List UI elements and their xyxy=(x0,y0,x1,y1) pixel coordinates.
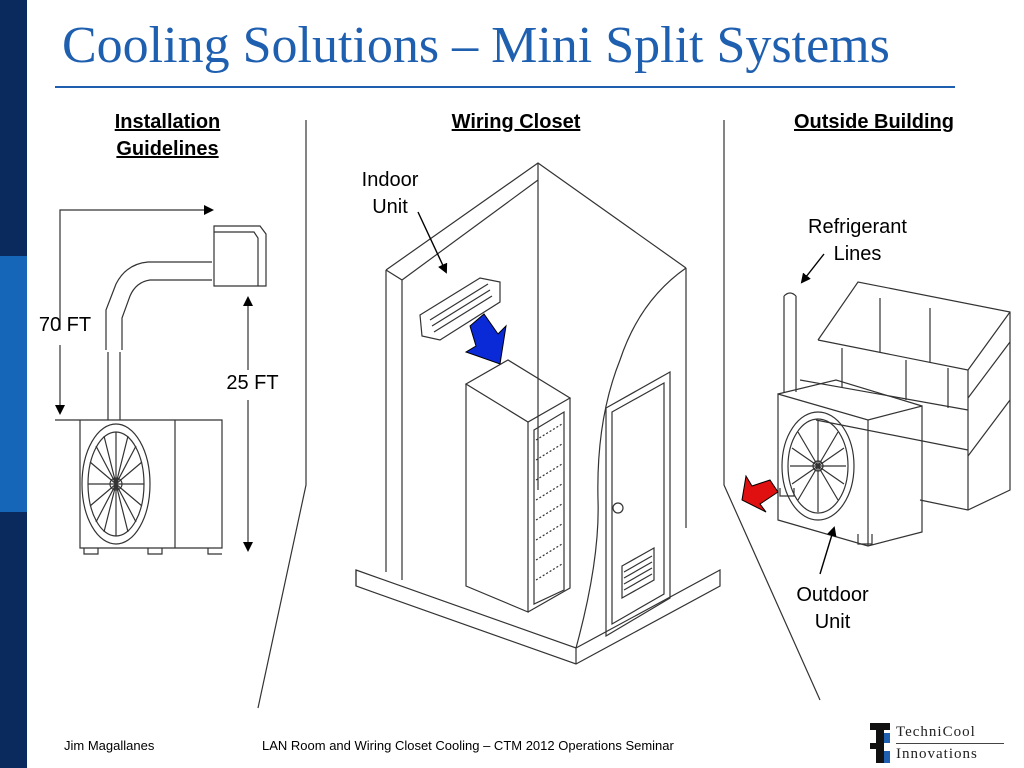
installation-diagram xyxy=(55,205,267,555)
refrigerant-line2: Lines xyxy=(833,243,882,265)
footer-author: Jim Magallanes xyxy=(64,738,155,753)
installation-guidelines-header: Installation Guidelines xyxy=(80,109,255,163)
outdoor-airflow-arrow xyxy=(741,474,779,513)
outside-building-header: Outside Building xyxy=(794,111,954,133)
installation-header-line1: Installation xyxy=(114,111,221,133)
technicool-logo xyxy=(868,721,1008,765)
indoor-airflow-arrow xyxy=(464,313,507,365)
logo-divider xyxy=(896,743,1004,744)
indoor-unit-pointer xyxy=(417,211,448,274)
refrigerant-lines-label: Refrigerant Lines xyxy=(790,214,925,268)
wiring-closet-header: Wiring Closet xyxy=(451,111,581,133)
footer-event: LAN Room and Wiring Closet Cooling – CTM… xyxy=(262,738,674,753)
separator-right xyxy=(723,120,821,701)
title-underline xyxy=(55,86,955,88)
installation-header-line2: Guidelines xyxy=(116,138,219,160)
logo-line2: Innovations xyxy=(896,746,978,762)
indoor-unit-line1: Indoor xyxy=(361,169,419,191)
refrigerant-pointer xyxy=(800,253,825,284)
outdoor-unit-pointer xyxy=(819,526,837,575)
logo-line1: TechniCool xyxy=(896,724,976,740)
outside-building-diagram xyxy=(777,281,1011,547)
left-sidebar-band xyxy=(0,0,27,768)
separator-left xyxy=(257,120,307,709)
twentyfive-ft-label: 25 FT xyxy=(226,372,279,394)
sidebar-accent xyxy=(0,256,27,512)
indoor-unit-line2: Unit xyxy=(372,196,408,218)
refrigerant-line1: Refrigerant xyxy=(808,216,907,238)
outdoor-unit-label: Outdoor Unit xyxy=(780,582,885,636)
wiring-closet-diagram xyxy=(355,162,721,665)
slide-title: Cooling Solutions – Mini Split Systems xyxy=(62,17,890,74)
seventy-ft-label: 70 FT xyxy=(38,314,92,336)
indoor-unit-label: Indoor Unit xyxy=(345,167,435,221)
technicool-logo-mark-icon xyxy=(870,723,890,763)
outdoor-unit-line1: Outdoor xyxy=(796,584,869,606)
outdoor-unit-line2: Unit xyxy=(814,611,851,633)
